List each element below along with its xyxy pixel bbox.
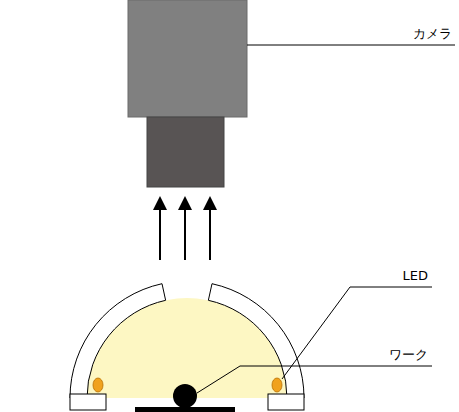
camera-lens — [147, 117, 224, 187]
led — [272, 378, 282, 392]
dome-shell — [208, 284, 304, 398]
light-arrow — [209, 203, 211, 260]
dome-base — [268, 394, 304, 410]
led — [93, 378, 103, 392]
part-label: ワーク — [389, 348, 428, 362]
dome-shell — [70, 284, 166, 398]
dome-base — [70, 394, 106, 410]
workpiece — [173, 384, 197, 408]
dome-light — [70, 284, 304, 412]
camera-body — [128, 0, 247, 117]
light-arrow — [184, 203, 186, 260]
leader-line — [282, 287, 432, 379]
part-label: LED — [403, 269, 428, 283]
leader-line — [247, 45, 455, 46]
leader-line — [197, 366, 432, 393]
part-label: カメラ — [413, 27, 452, 41]
light-arrow — [159, 203, 161, 260]
